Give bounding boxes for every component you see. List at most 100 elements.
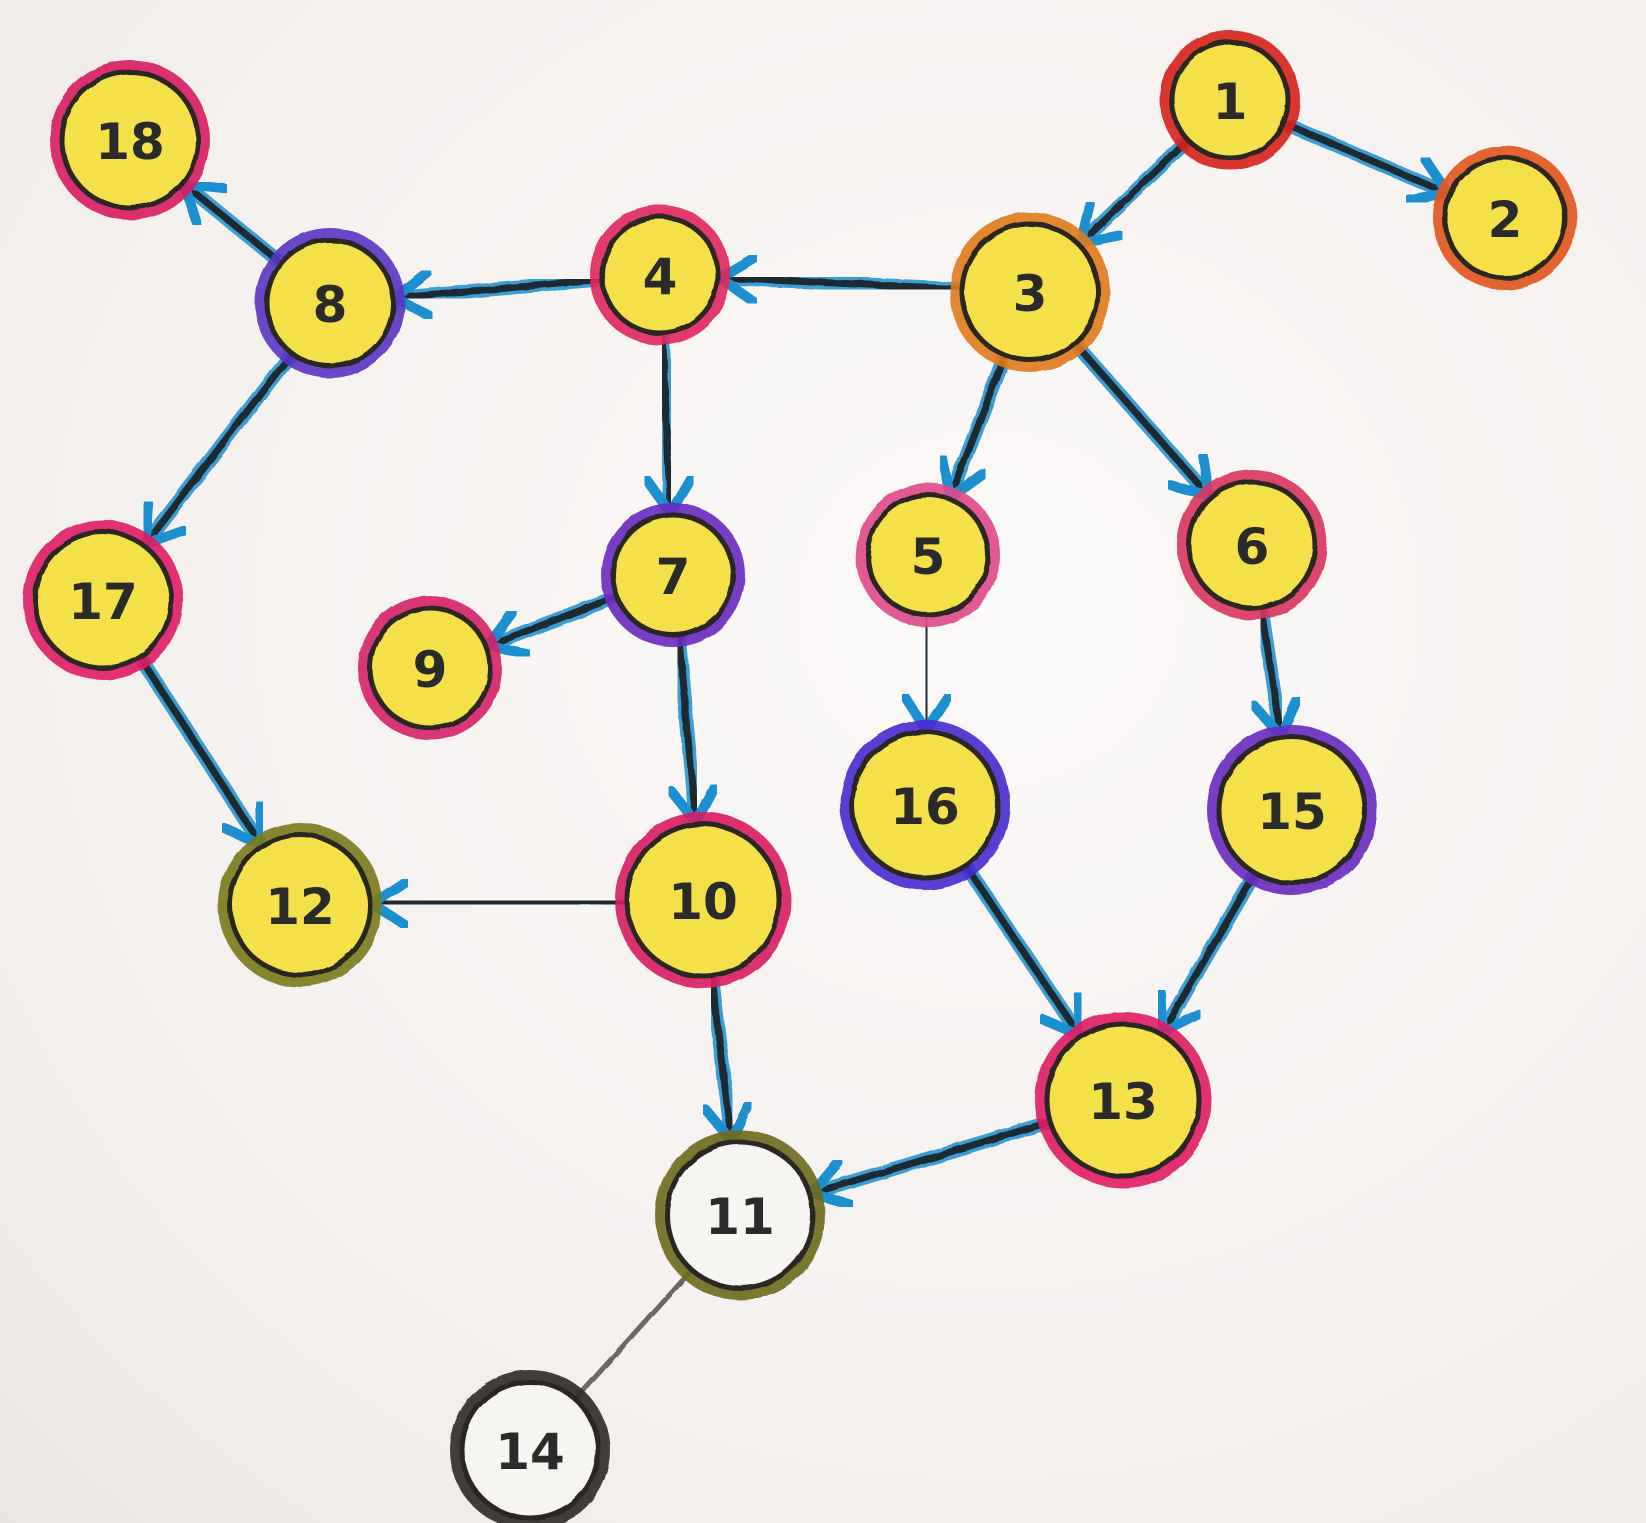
edge-16-13	[959, 860, 1087, 1043]
edge-13-11	[804, 1115, 1056, 1210]
node-ring	[950, 212, 1110, 372]
node-8: 8	[255, 228, 405, 378]
node-label: 10	[668, 873, 738, 931]
node-label: 5	[911, 528, 946, 586]
edge-line	[808, 1118, 1052, 1197]
node-ring	[1433, 146, 1577, 290]
edge-17-12	[133, 651, 268, 852]
node-ring	[50, 60, 210, 220]
node-label: 3	[1013, 265, 1048, 323]
node-label: 1	[1213, 73, 1248, 131]
edge-7-9	[480, 590, 623, 660]
node-circle	[664, 1139, 816, 1291]
edge-line	[716, 274, 964, 293]
edge-line	[946, 353, 1009, 501]
node-ring	[856, 483, 1000, 627]
node-circle	[865, 492, 991, 618]
edge-6-15	[1248, 602, 1303, 743]
node-ring	[255, 228, 405, 378]
node-ring	[1035, 1012, 1211, 1188]
edge-7-10	[665, 629, 720, 830]
node-label: 16	[890, 778, 960, 836]
node-circle	[624, 821, 782, 979]
node-ring	[1177, 470, 1327, 620]
node-circle	[1216, 734, 1368, 886]
edge-line	[922, 613, 931, 734]
node-label: 15	[1257, 783, 1327, 841]
node-ring	[655, 1130, 825, 1300]
edge-4-8	[387, 267, 608, 322]
node-ring	[1207, 725, 1377, 895]
node-ring	[1160, 30, 1300, 170]
node-label: 2	[1488, 191, 1523, 249]
node-circle	[227, 832, 373, 978]
edge-15-13	[1155, 867, 1262, 1040]
node-5: 5	[856, 483, 1000, 627]
edge-line	[659, 331, 674, 517]
node-label: 18	[95, 113, 165, 171]
node-circle	[1044, 1021, 1202, 1179]
node-label: 11	[705, 1188, 775, 1246]
edge-1-3	[1073, 134, 1194, 251]
node-3: 3	[950, 212, 1110, 372]
node-15: 15	[1207, 725, 1377, 895]
edge-3-5	[937, 350, 1012, 505]
node-circle	[32, 529, 174, 671]
edge-line	[368, 897, 629, 908]
node-9: 9	[358, 596, 502, 740]
node-label: 6	[1235, 518, 1270, 576]
edge-line	[1258, 605, 1285, 740]
node-circle	[959, 221, 1101, 363]
node-circle	[1442, 155, 1568, 281]
node-1: 1	[1160, 30, 1300, 170]
node-ring	[358, 596, 502, 740]
edge-line	[1072, 341, 1213, 500]
node-10: 10	[615, 812, 791, 988]
edge-5-16	[899, 609, 954, 738]
node-18: 18	[50, 60, 210, 220]
edges-layer	[133, 116, 1456, 1401]
node-11: 11	[655, 1130, 825, 1300]
node-2: 2	[1433, 146, 1577, 290]
edge-line	[484, 593, 619, 650]
edge-line	[963, 863, 1084, 1039]
node-16: 16	[840, 720, 1010, 890]
edge-line	[142, 351, 295, 548]
node-ring	[23, 520, 183, 680]
edge-8-18	[177, 177, 287, 269]
node-ring	[590, 205, 730, 345]
node-ring	[615, 812, 791, 988]
node-circle	[459, 1379, 601, 1521]
edge-line	[1281, 120, 1452, 198]
node-label: 17	[68, 573, 138, 631]
node-ring	[601, 503, 745, 647]
node-label: 9	[413, 641, 448, 699]
node-circle	[849, 729, 1001, 881]
node-circle	[367, 605, 493, 731]
node-4: 4	[590, 205, 730, 345]
node-label: 4	[643, 248, 678, 306]
edge-line	[180, 180, 284, 266]
node-circle	[610, 512, 736, 638]
edge-3-6	[1069, 337, 1217, 504]
node-label: 13	[1088, 1073, 1158, 1131]
edge-line	[1158, 871, 1258, 1037]
node-ring	[840, 720, 1010, 890]
node-circle	[1186, 479, 1318, 611]
node-label: 8	[313, 276, 348, 334]
edge-line	[137, 655, 265, 849]
node-label: 12	[265, 878, 335, 936]
node-12: 12	[218, 823, 382, 987]
edge-line	[708, 973, 735, 1145]
edge-line	[675, 633, 700, 826]
edge-8-17	[138, 347, 298, 552]
node-circle	[264, 237, 396, 369]
edge-3-4	[712, 252, 968, 307]
node-circle	[1169, 39, 1291, 161]
edge-10-12	[364, 876, 633, 931]
node-14: 14	[450, 1370, 610, 1523]
edge-line	[391, 276, 604, 302]
